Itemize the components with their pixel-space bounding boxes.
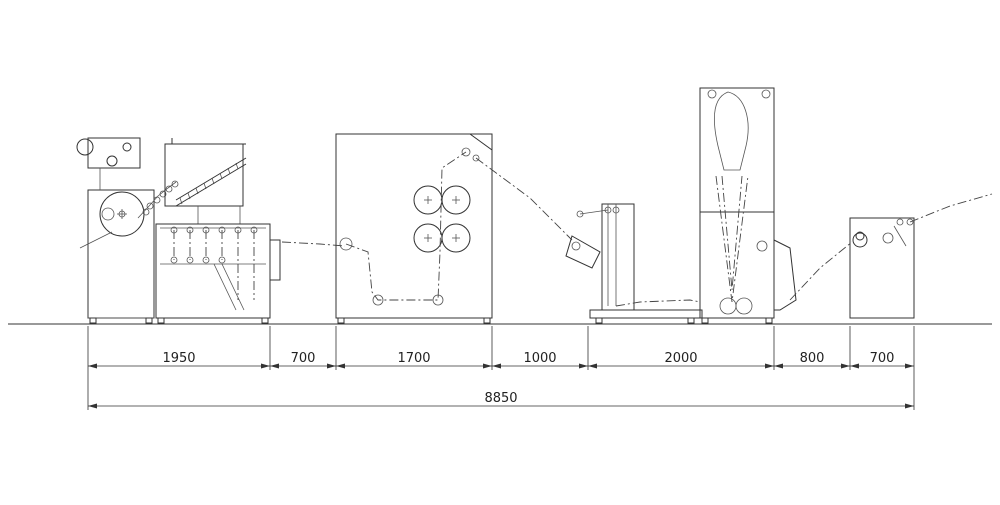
- rewinder-unit: [849, 193, 993, 319]
- accumulator-frame-1: [155, 223, 281, 324]
- hopper-unit: [164, 138, 247, 224]
- web-path-2: [475, 157, 573, 241]
- dimension-arrowhead: [850, 363, 859, 369]
- web-path-1: [281, 241, 346, 247]
- dimension-arrowhead: [483, 363, 492, 369]
- dimension-arrowhead: [327, 363, 336, 369]
- dimension-arrowhead: [261, 363, 270, 369]
- dim-label-5: 2000: [664, 351, 697, 366]
- dim-label-total: 8850: [484, 391, 517, 406]
- tower-unit: [699, 87, 797, 324]
- dim-label-1: 1950: [162, 351, 195, 366]
- unwinder-unit: [76, 137, 179, 324]
- dim-label-4: 1000: [523, 351, 556, 366]
- dimension-arrowhead: [579, 363, 588, 369]
- dimension-arrowhead: [905, 363, 914, 369]
- dimension-arrowhead: [88, 403, 97, 409]
- dimension-arrowhead: [270, 363, 279, 369]
- dimension-arrowhead: [336, 363, 345, 369]
- dimension-arrowhead: [492, 363, 501, 369]
- dimension-arrowhead: [88, 363, 97, 369]
- dimension-arrows: [88, 363, 914, 409]
- calender-unit: [335, 133, 493, 324]
- dim-label-2: 700: [291, 351, 316, 366]
- dimension-arrowhead: [774, 363, 783, 369]
- dimension-arrowhead: [905, 403, 914, 409]
- dim-label-6: 800: [800, 351, 825, 366]
- folder-frame: [565, 203, 703, 324]
- dimension-arrowhead: [765, 363, 774, 369]
- dim-label-7: 700: [870, 351, 895, 366]
- web-path-3: [789, 241, 853, 301]
- dim-label-3: 1700: [397, 351, 430, 366]
- dimension-arrowhead: [841, 363, 850, 369]
- dimension-arrowhead: [588, 363, 597, 369]
